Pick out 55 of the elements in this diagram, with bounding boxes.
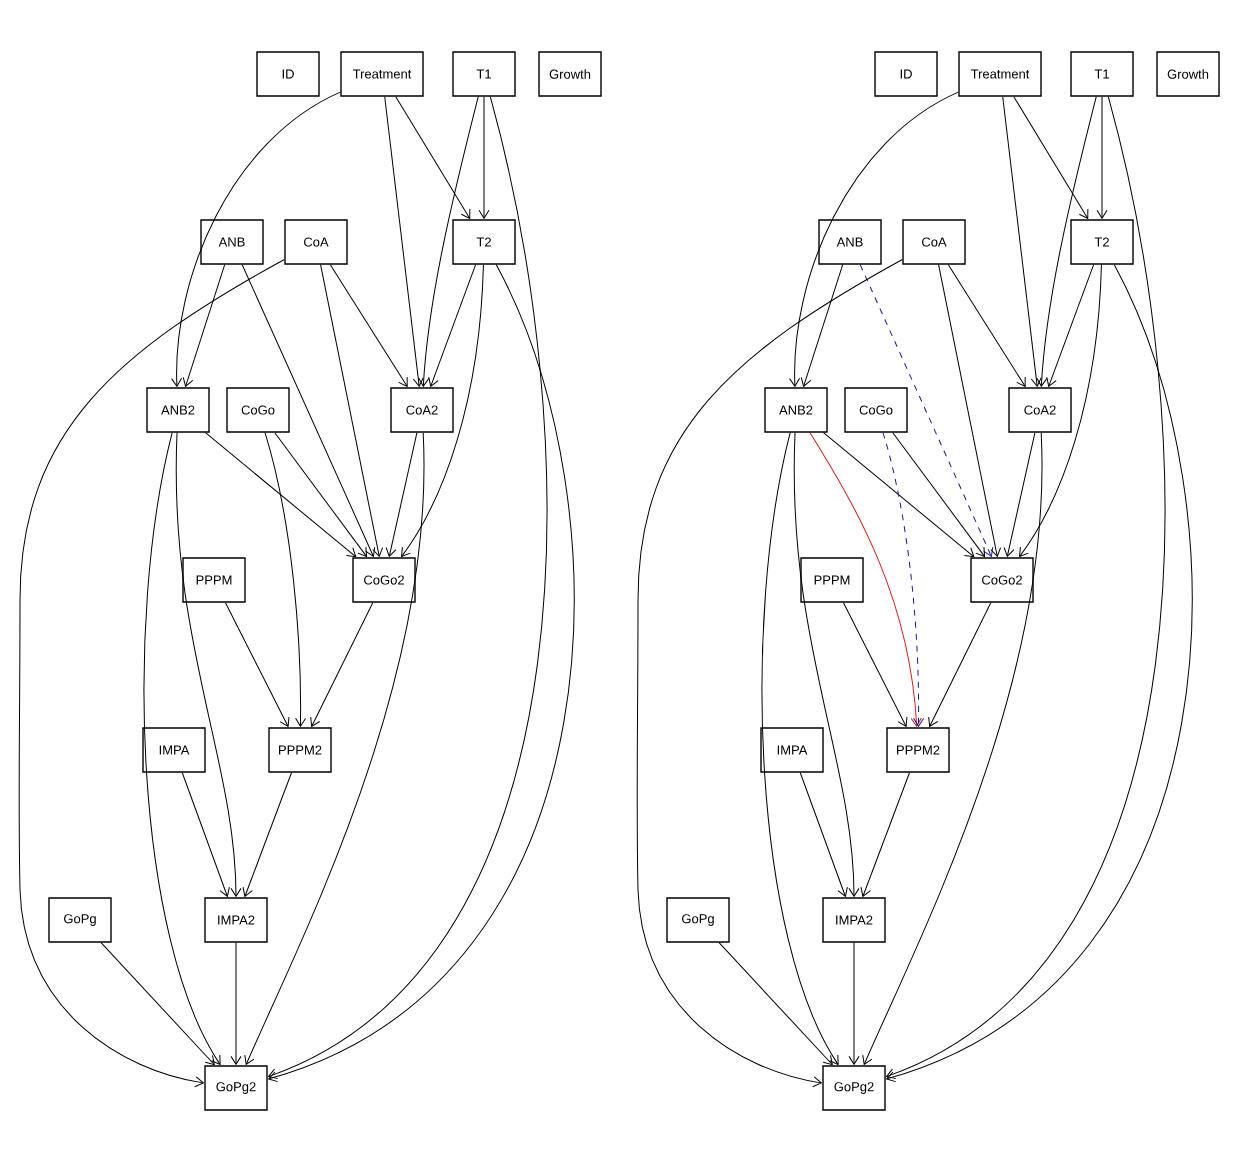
arrow xyxy=(230,942,242,1065)
arrow xyxy=(18,258,285,1088)
arrow xyxy=(401,264,484,558)
arrow xyxy=(862,432,1042,1065)
arrow xyxy=(1046,264,1095,387)
arrow xyxy=(241,264,376,557)
arrow xyxy=(244,432,424,1065)
arrow xyxy=(800,264,844,387)
arrow xyxy=(1096,96,1108,219)
arrow xyxy=(181,772,230,897)
arrow xyxy=(799,772,848,897)
arrow xyxy=(171,91,341,387)
arrow xyxy=(143,432,221,1066)
arrow xyxy=(395,96,471,219)
arrow xyxy=(225,602,290,727)
arrow xyxy=(274,432,368,558)
arrow xyxy=(320,264,384,557)
arrow xyxy=(823,432,975,558)
arrow xyxy=(478,96,490,219)
arrow xyxy=(859,264,994,557)
arrow xyxy=(242,772,292,897)
arrow xyxy=(882,432,925,727)
arrow xyxy=(793,432,860,897)
arrow xyxy=(947,264,1026,387)
arrow xyxy=(175,432,242,897)
arrow xyxy=(268,264,574,1083)
arrow xyxy=(1003,432,1036,557)
arrow xyxy=(636,258,903,1088)
arrow xyxy=(938,264,1002,557)
arrow xyxy=(264,432,307,727)
arrow xyxy=(329,264,408,387)
arrow xyxy=(789,91,959,387)
arrow xyxy=(1019,264,1102,558)
arrow xyxy=(843,602,908,727)
arrow xyxy=(718,942,833,1066)
arrow xyxy=(100,942,215,1066)
arrow xyxy=(928,602,992,727)
arrow xyxy=(848,942,860,1065)
arrow xyxy=(182,264,226,387)
arrow xyxy=(310,602,374,727)
arrow xyxy=(1013,96,1089,219)
arrow xyxy=(1002,96,1042,387)
arrow xyxy=(886,264,1192,1083)
arrow xyxy=(761,432,839,1066)
arrow xyxy=(385,432,418,557)
arrow xyxy=(860,772,910,897)
arrow xyxy=(205,432,357,558)
arrow xyxy=(892,432,986,558)
arrow xyxy=(428,264,477,387)
arrow xyxy=(886,96,1165,1080)
arrow xyxy=(418,96,479,387)
arrow xyxy=(1036,96,1097,387)
arrow xyxy=(809,432,922,727)
arrow xyxy=(384,96,424,387)
arrow xyxy=(268,96,547,1080)
